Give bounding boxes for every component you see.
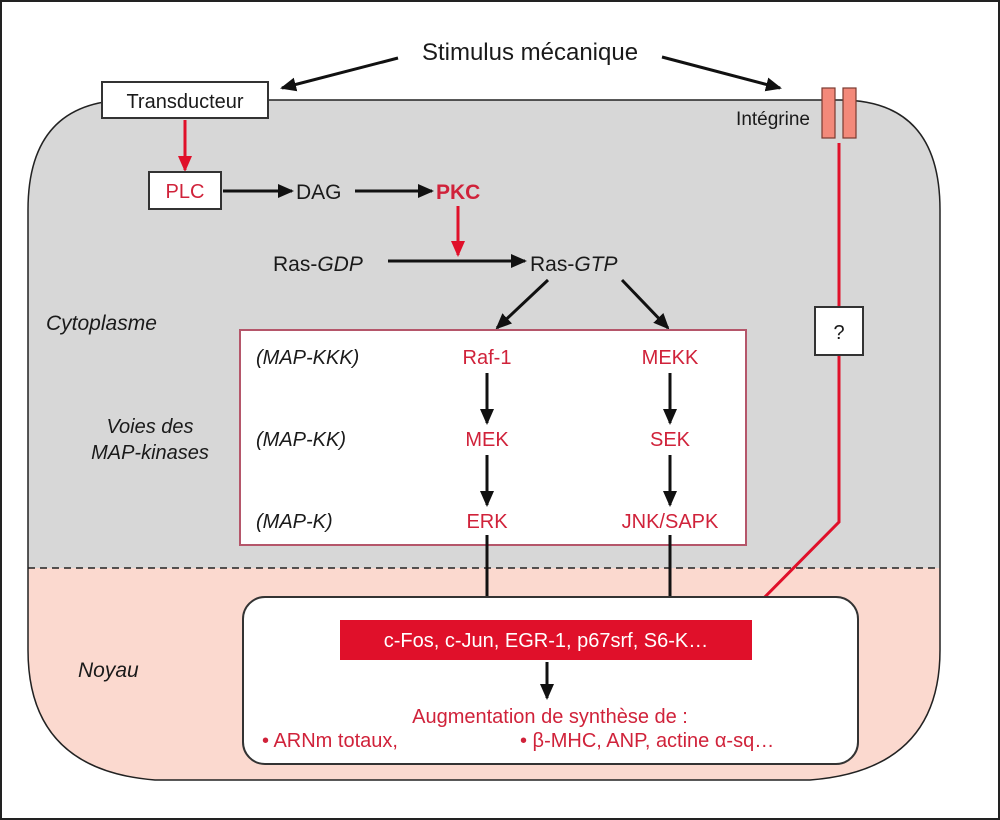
mekk-label: MEKK <box>642 347 699 369</box>
ras-to-mekk-arrow <box>620 278 670 330</box>
cytoplasm-label: Cytoplasme <box>46 312 157 335</box>
pathway-label-line1: Voies des <box>106 416 193 438</box>
transcription-factors-label: c-Fos, c-Jun, EGR-1, p67srf, S6-K… <box>384 630 709 652</box>
transcription-factors-box <box>340 620 752 660</box>
synthesis-title: Augmentation de synthèse de : <box>412 706 688 728</box>
raf1-label: Raf-1 <box>463 347 512 369</box>
stimulus-to-transducer-arrow <box>280 56 399 92</box>
level-map-kkk: (MAP-KKK) <box>256 347 359 369</box>
integrin-label: Intégrine <box>736 109 810 130</box>
jnk-sapk-label: JNK/SAPK <box>622 511 719 533</box>
integrin-signal-line <box>748 143 841 614</box>
map-kinase-box <box>239 329 747 546</box>
stimulus-label: Stimulus mécanique <box>422 39 638 66</box>
dag-label: DAG <box>296 181 342 204</box>
pkc-label: PKC <box>436 181 480 204</box>
synthesis-item-proteins: • β-MHC, ANP, actine α-sq… <box>520 730 774 752</box>
pathway-label-line2: MAP-kinases <box>91 442 209 464</box>
transducer-label: Transducteur <box>126 91 243 113</box>
plc-node: PLC <box>148 171 222 210</box>
integrin-icon <box>821 87 857 139</box>
level-map-kk: (MAP-KK) <box>256 429 346 451</box>
nucleus-label: Noyau <box>78 659 139 682</box>
ras-gtp-label: Ras-GTP <box>530 253 618 276</box>
unknown-intermediate-node: ? <box>814 306 864 356</box>
ras-gdp-label: Ras-GDP <box>273 253 363 276</box>
stimulus-to-integrin-arrow <box>661 55 782 92</box>
plc-label: PLC <box>166 181 205 203</box>
mek-label: MEK <box>465 429 509 451</box>
cell-membrane <box>27 99 941 781</box>
transducer-node: Transducteur <box>101 81 269 119</box>
erk-label: ERK <box>466 511 508 533</box>
unknown-label: ? <box>833 322 844 344</box>
sek-label: SEK <box>650 429 691 451</box>
level-map-k: (MAP-K) <box>256 511 333 533</box>
ras-to-raf-arrow <box>495 278 550 330</box>
synthesis-item-arnm: • ARNm totaux, <box>262 730 398 752</box>
